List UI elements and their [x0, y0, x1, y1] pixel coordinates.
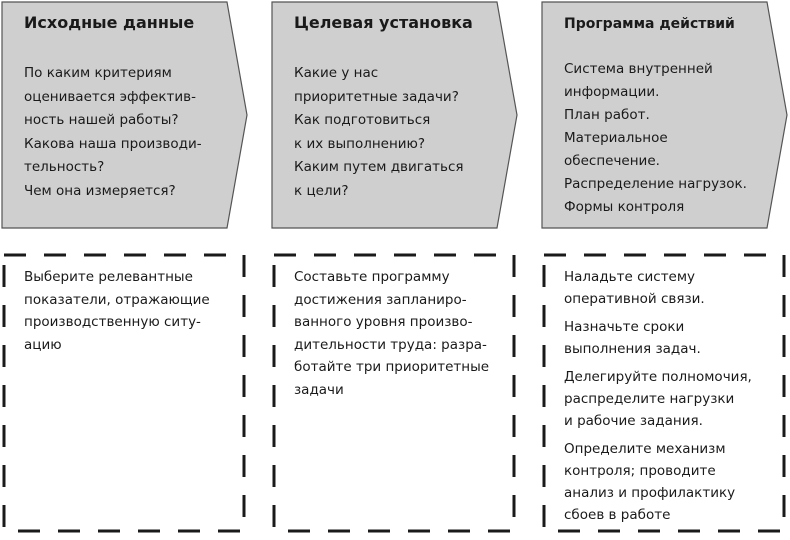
action-line: сбоев в работе	[564, 507, 671, 523]
action-paragraph: Определите механизм контроля; проводите …	[564, 438, 752, 526]
action-paragraph: Делегируйте полномочия, распределите наг…	[564, 366, 752, 432]
action-line: достижения запланиро-	[294, 291, 467, 308]
question-line: По каким критериям	[24, 65, 172, 81]
questions-action-program: Система внутренней информации. План рабо…	[564, 58, 747, 219]
question-line: оценивается эффектив-	[24, 88, 197, 105]
action-line: Делегируйте полномочия,	[564, 369, 752, 385]
action-line: анализ и профилактику	[564, 485, 736, 501]
action-paragraph: Назначьте сроки выполнения задач.	[564, 316, 752, 360]
column-title-action-program: Программа действий	[564, 16, 735, 32]
action-line: ботайте три приоритетные	[294, 359, 490, 375]
question-line: Распределение нагрузок.	[564, 176, 747, 192]
question-line: к цели?	[294, 182, 349, 199]
action-line: производственную ситу-	[24, 314, 201, 330]
arrow-box-initial-data	[1, 1, 248, 229]
action-paragraph: Наладьте систему оперативной связи.	[564, 266, 752, 310]
action-line: дительности труда: разра-	[294, 336, 487, 353]
action-line: ацию	[24, 336, 62, 353]
question-line: Материальное	[564, 130, 668, 146]
action-line: Определите механизм	[564, 441, 726, 457]
action-text-action-program: Наладьте систему оперативной связи. Назн…	[564, 266, 752, 532]
question-line: к их выполнению?	[294, 135, 426, 152]
question-line: Формы контроля	[564, 199, 685, 215]
column-title-target-setting: Целевая установка	[294, 13, 473, 32]
dashed-box-action-program	[542, 253, 786, 533]
question-line: тельность?	[24, 159, 105, 175]
question-line: обеспечение.	[564, 153, 660, 169]
arrow-box-target-setting	[271, 1, 518, 229]
action-line: Составьте программу	[294, 269, 450, 285]
action-line: Назначьте сроки	[564, 319, 685, 335]
question-line: Как подготовиться	[294, 112, 431, 128]
action-line: распределите нагрузки	[564, 391, 735, 407]
action-line: оперативной связи.	[564, 291, 705, 307]
questions-target-setting: Какие у нас приоритетные задачи? Как под…	[294, 62, 464, 203]
action-line: выполнения задач.	[564, 341, 701, 357]
action-line: и рабочие задания.	[564, 413, 703, 429]
dashed-box-target-setting	[272, 253, 516, 533]
dashed-box-initial-data	[2, 253, 246, 533]
action-text-target-setting: Составьте программу достижения запланиро…	[294, 266, 489, 401]
action-text-initial-data: Выберите релевантные показатели, отражаю…	[24, 266, 210, 356]
action-line: Выберите релевантные	[24, 269, 193, 285]
question-line: Каким путем двигаться	[294, 159, 464, 175]
questions-initial-data: По каким критериям оценивается эффектив-…	[24, 62, 202, 203]
question-line: Чем она измеряется?	[24, 182, 176, 199]
action-line: показатели, отражающие	[24, 291, 210, 308]
action-line: контроля; проводите	[564, 463, 716, 479]
question-line: приоритетные задачи?	[294, 88, 459, 105]
question-line: Какие у нас	[294, 65, 379, 81]
action-line: Наладьте систему	[564, 269, 696, 285]
column-title-initial-data: Исходные данные	[24, 13, 195, 32]
question-line: Система внутренней	[564, 61, 713, 77]
action-line: задачи	[294, 381, 344, 398]
question-line: План работ.	[564, 107, 650, 123]
question-line: Какова наша производи-	[24, 135, 202, 152]
question-line: ность нашей работы?	[24, 112, 179, 128]
question-line: информации.	[564, 84, 660, 100]
arrow-box-action-program	[541, 1, 788, 229]
action-line: ванного уровня произво-	[294, 314, 473, 330]
